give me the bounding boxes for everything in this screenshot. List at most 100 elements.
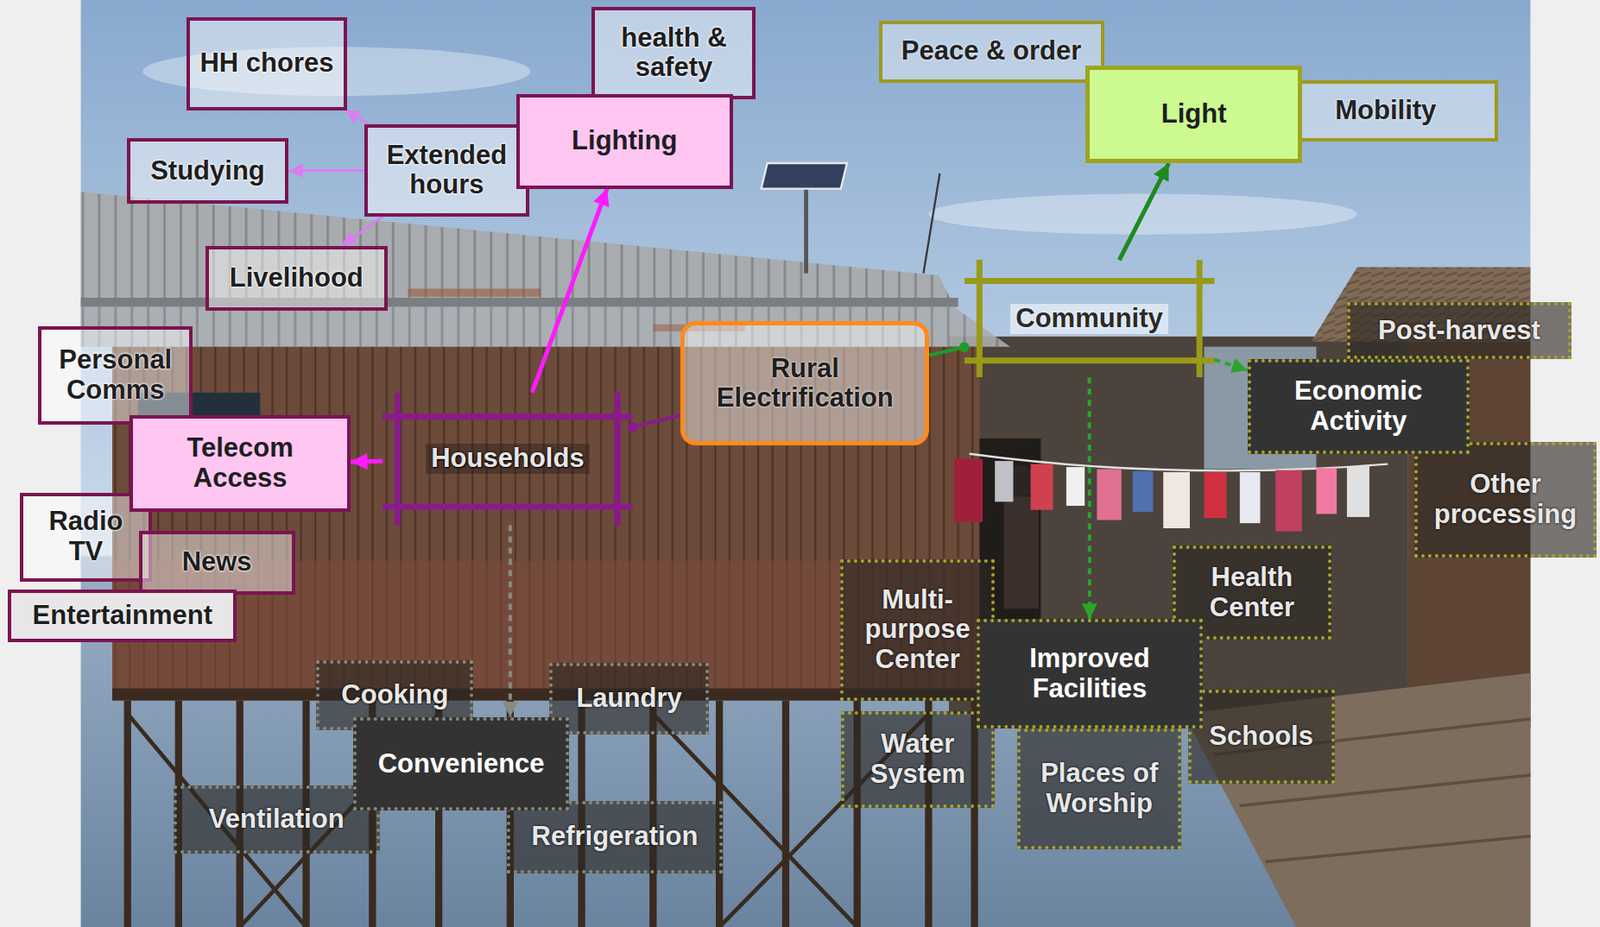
photo: [80, 0, 1531, 927]
rust-streak: [408, 288, 542, 297]
node-label: Mobility: [1334, 95, 1436, 127]
potential-use-box: Multi-purpose Center: [840, 559, 995, 702]
cloth: [1030, 464, 1054, 511]
bracket-line: [976, 259, 983, 378]
potential-use-box: Ventilation: [173, 785, 380, 854]
stilt: [124, 701, 132, 927]
potential-use-box: Laundry: [549, 663, 710, 735]
person-body: [1004, 496, 1039, 609]
node-label: Water System: [851, 729, 985, 790]
potential-use-box: Places of Worship: [1017, 728, 1182, 851]
outcome-box: Entertainment: [7, 589, 237, 643]
node-label: Schools: [1208, 721, 1314, 753]
bracket-line: [382, 504, 633, 511]
potential-use-box: Water System: [841, 711, 995, 809]
node-label: Community: [1010, 303, 1169, 335]
connector: [1214, 359, 1247, 371]
potential-use-box: Refrigeration: [506, 801, 722, 874]
sector-frame: Community: [964, 259, 1215, 378]
outcome-box: Livelihood: [205, 246, 389, 312]
connector: [508, 525, 513, 718]
potential-use-box: Other processing: [1414, 442, 1597, 559]
node-label: Studying: [150, 156, 266, 187]
cloth: [1163, 472, 1190, 529]
node-label: Improved Facilities: [986, 644, 1193, 704]
connector: [531, 189, 608, 393]
solar-panel: [761, 163, 848, 190]
node-label: HH chores: [199, 48, 334, 79]
node-label: Ventilation: [208, 804, 345, 835]
outcome-box: health & safety: [591, 6, 756, 99]
bracket-line: [382, 413, 633, 420]
node-label: Multi-purpose Center: [850, 585, 985, 676]
cloth: [1096, 468, 1121, 520]
bracket-line: [964, 358, 1215, 365]
cloth: [1275, 470, 1303, 532]
outcome-box: Extended hours: [364, 124, 530, 216]
outcome-box: Studying: [126, 138, 290, 205]
node-label: Lighting: [571, 126, 677, 157]
cloth: [1315, 467, 1337, 514]
connector: [1119, 163, 1169, 260]
node-label: Extended hours: [374, 140, 519, 201]
node-label: Entertainment: [32, 600, 213, 632]
cloth: [1132, 471, 1154, 513]
node-label: Rural Electrification: [691, 354, 918, 414]
cloth: [1347, 466, 1370, 518]
connector: [345, 110, 370, 126]
sector-frame: Households: [382, 392, 633, 526]
node-label: Livelihood: [229, 263, 364, 294]
benefit-box: Convenience: [353, 717, 570, 812]
benefit-box: Improved Facilities: [976, 619, 1203, 728]
node-label: News: [182, 547, 253, 578]
outcome-box: Peace & order: [879, 20, 1105, 83]
connector: [341, 216, 384, 247]
cloth: [994, 461, 1013, 502]
benefit-box: Telecom Access: [129, 415, 351, 513]
node-label: health & safety: [601, 23, 746, 83]
node-label: Cooking: [341, 680, 449, 711]
boardwalk: [1183, 673, 1531, 927]
program-box: Rural Electrification: [680, 321, 930, 446]
benefit-box: Economic Activity: [1247, 359, 1470, 455]
connector: [929, 347, 964, 355]
outcome-box: Mobility: [1273, 80, 1499, 142]
stilt: [782, 701, 790, 927]
connector: [350, 459, 383, 465]
node-label: Households: [425, 443, 589, 475]
cloth: [1066, 467, 1085, 506]
cloth: [1239, 472, 1261, 524]
node-label: Radio TV: [30, 506, 142, 567]
plank: [1264, 836, 1531, 863]
bracket-line: [1195, 259, 1202, 378]
connector: [1087, 377, 1092, 620]
potential-use-box: Post-harvest: [1347, 302, 1572, 360]
connector: [632, 415, 682, 428]
node-label: Laundry: [575, 683, 682, 715]
outcome-box: HH chores: [186, 17, 348, 111]
node-label: Light: [1161, 99, 1227, 130]
node-label: Convenience: [378, 749, 545, 780]
node-label: Economic Activity: [1258, 376, 1460, 437]
bracket-line: [964, 278, 1215, 285]
potential-use-box: Schools: [1188, 689, 1335, 785]
laundry-clothes: [994, 461, 1370, 532]
antenna: [923, 173, 940, 274]
connector: [288, 169, 365, 172]
node-label: Refrigeration: [531, 822, 699, 853]
node-label: Post-harvest: [1378, 316, 1541, 347]
outcome-box: News: [139, 531, 296, 595]
bracket-line: [614, 392, 621, 526]
bracket-line: [394, 392, 401, 526]
node-label: Other processing: [1424, 469, 1587, 530]
node-label: Places of Worship: [1027, 758, 1171, 819]
cloud: [928, 193, 1357, 234]
hanging-cloth: [954, 459, 983, 523]
node-label: Personal Comms: [48, 345, 183, 405]
cloth: [1203, 472, 1227, 519]
solar-pole: [803, 186, 809, 273]
benefit-box: Light: [1085, 65, 1303, 164]
benefit-box: Lighting: [516, 94, 734, 190]
